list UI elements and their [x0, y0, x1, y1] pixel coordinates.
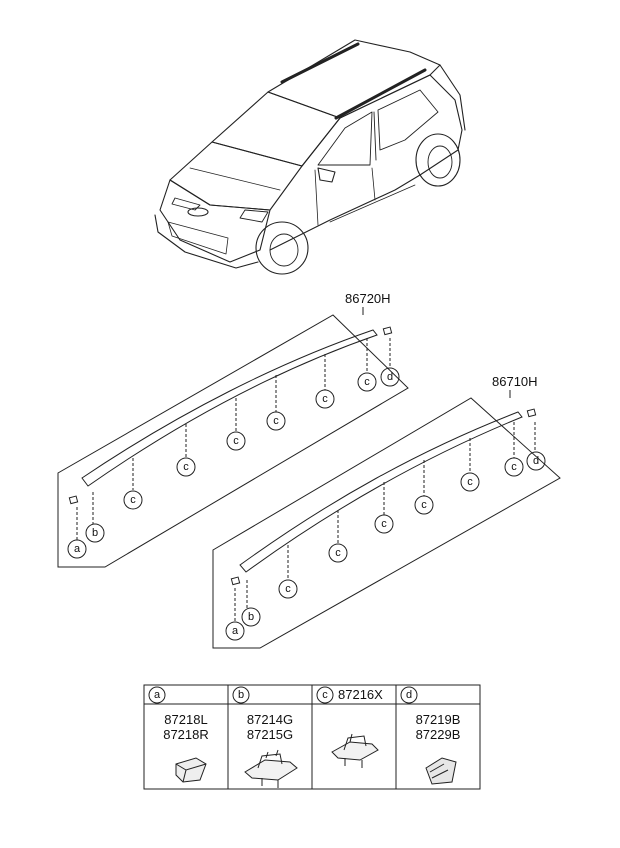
part-number: 87229B: [416, 727, 461, 742]
part-number: 87219B: [416, 712, 461, 727]
parts-table: a 87218L 87218R b 87214G 87215G: [143, 684, 481, 790]
mounting-clip-icon: [244, 749, 298, 788]
rail-clip-icon: [331, 733, 379, 768]
callout-c: c: [266, 411, 286, 431]
callout-c: c: [357, 372, 377, 392]
assembly-86710h-label: 86710H: [492, 374, 538, 389]
callout-b: b: [85, 523, 105, 543]
callout-a: a: [67, 539, 87, 559]
svg-text:c: c: [381, 518, 387, 530]
svg-text:c: c: [273, 415, 279, 427]
callout-c: c: [328, 543, 348, 563]
column-key-b: b: [238, 689, 244, 701]
callout-c: c: [414, 495, 434, 515]
svg-text:a: a: [74, 543, 81, 555]
callout-c: c: [123, 490, 143, 510]
column-key-d: d: [406, 689, 412, 701]
callout-c: c: [226, 431, 246, 451]
svg-text:c: c: [130, 494, 136, 506]
parts-column-a: a 87218L 87218R: [148, 686, 209, 783]
svg-text:b: b: [92, 527, 98, 539]
assembly-frame: [212, 397, 561, 649]
callout-c: c: [278, 579, 298, 599]
roof-rack-moulding: [239, 411, 523, 573]
vehicle-illustration: [154, 39, 466, 275]
end-cap-d: [526, 408, 537, 418]
part-number: 87215G: [247, 727, 293, 742]
roof-rack-moulding: [81, 329, 378, 487]
part-number: 87214G: [247, 712, 293, 727]
column-key-a: a: [154, 689, 161, 701]
column-key-c: c: [322, 689, 328, 701]
svg-text:d: d: [387, 371, 393, 383]
svg-text:c: c: [335, 547, 341, 559]
assembly-86720h-label: 86720H: [345, 291, 391, 306]
callout-c: c: [460, 472, 480, 492]
callout-d: d: [526, 451, 546, 471]
end-cap-a: [230, 576, 241, 586]
end-cap-d: [382, 326, 393, 336]
parts-column-b: b 87214G 87215G: [232, 686, 298, 788]
assembly-86720h: 86720H a b c c c c c c d: [57, 291, 409, 568]
svg-text:c: c: [421, 499, 427, 511]
svg-text:c: c: [511, 461, 517, 473]
parts-column-c: c 87216X: [316, 686, 383, 768]
end-piece-rear-icon: [425, 757, 457, 785]
assembly-86710h: 86710H a b c c c c c c d: [212, 374, 561, 649]
callout-d: d: [380, 367, 400, 387]
part-number: 87218R: [163, 727, 209, 742]
callout-c: c: [315, 389, 335, 409]
svg-text:d: d: [533, 455, 539, 467]
part-number: 87216X: [338, 687, 383, 702]
assembly-frame: [57, 314, 409, 568]
svg-text:a: a: [232, 625, 239, 637]
svg-text:c: c: [285, 583, 291, 595]
callout-c: c: [176, 457, 196, 477]
parts-column-d: d 87219B 87229B: [400, 686, 461, 785]
callout-c: c: [374, 514, 394, 534]
svg-text:b: b: [248, 611, 254, 623]
callout-c: c: [504, 457, 524, 477]
svg-text:c: c: [322, 393, 328, 405]
svg-text:c: c: [233, 435, 239, 447]
end-cap-a: [68, 495, 79, 505]
end-piece-front-icon: [175, 757, 207, 783]
svg-text:c: c: [364, 376, 370, 388]
part-number: 87218L: [164, 712, 207, 727]
svg-text:c: c: [183, 461, 189, 473]
callout-a: a: [225, 621, 245, 641]
callout-b: b: [241, 607, 261, 627]
svg-text:c: c: [467, 476, 473, 488]
